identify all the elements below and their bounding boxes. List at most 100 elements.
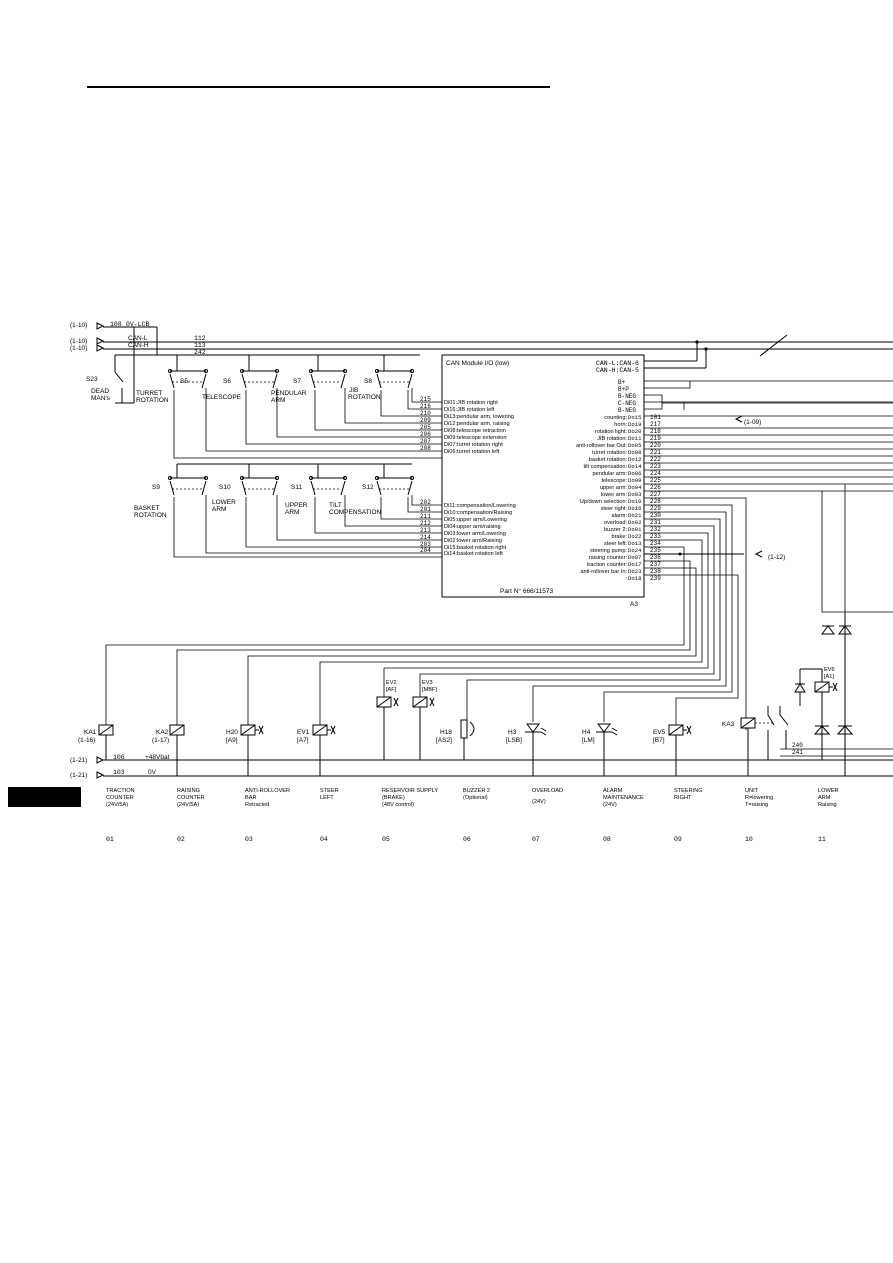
output-label: rotation light: <box>595 429 627 435</box>
output-pin: Do07 <box>628 554 641 561</box>
column-number: 03 <box>245 836 253 843</box>
component-ref: [AF] <box>386 687 397 693</box>
component-ref: [AS2] <box>436 737 452 744</box>
wire-number: 204 <box>420 547 431 554</box>
wire-number: 236 <box>650 554 661 561</box>
input-label: Di01:JIB rotation right <box>444 400 498 406</box>
wire-number: 215 <box>420 396 431 403</box>
wire-number: 234 <box>650 540 661 547</box>
output-pin: Do03 <box>628 491 641 498</box>
switch-label: ROTATION <box>136 397 169 404</box>
ref-label: (1-09) <box>744 419 761 426</box>
output-label: pendular arm: <box>592 471 627 477</box>
switch-tag: S8 <box>364 378 372 385</box>
module-pin: C-NEG <box>618 400 636 407</box>
output-label: alarm: <box>611 513 627 519</box>
switch-label: ARM <box>271 397 285 404</box>
legend-line: (24V/5A) <box>177 802 199 808</box>
output-label: steering pump: <box>590 548 627 554</box>
switch-label: TURRET <box>136 390 162 397</box>
output-label: steer left: <box>604 541 627 547</box>
output-label: anti-rollover bar In: <box>580 569 627 575</box>
input-label: Di08:telescope retraction <box>444 428 506 434</box>
wire-number: 103 <box>113 769 125 776</box>
ref-label: (1-21) <box>70 772 87 779</box>
output-pin: Do20 <box>628 428 642 435</box>
output-label: steer right: <box>601 506 628 512</box>
module-ref: A3 <box>630 601 638 608</box>
output-pin: Do04 <box>628 484 642 491</box>
page-tab-marker <box>8 787 81 807</box>
wire-number: 230 <box>650 512 661 519</box>
module-pin: B+P <box>618 386 629 393</box>
legend-line: T=raising <box>745 802 768 808</box>
wire-number: 203 <box>420 541 431 548</box>
wire-number: 106 <box>113 754 125 761</box>
legend-line: MAINTENANCE <box>603 795 644 801</box>
wire-number: 235 <box>650 547 661 554</box>
can-module: CAN Module I/O (low) CAN-L:CAN-6 CAN-H:C… <box>441 354 893 608</box>
wire-number: 223 <box>650 463 661 470</box>
wire-number: 240 <box>792 742 803 749</box>
bus-label: 0V-LCB <box>126 321 150 328</box>
switch-tag: S7 <box>293 378 301 385</box>
component-ev5: EV5 [B7] <box>653 724 692 776</box>
component-tag: KA1 <box>84 729 97 736</box>
component-ref: (1-16) <box>78 737 95 744</box>
output-label: brake: <box>611 534 627 540</box>
output-label: traction counter: <box>587 562 628 568</box>
output-label: anti-rollover bar Out: <box>576 443 627 449</box>
output-label: Up/down selection: <box>580 499 628 505</box>
switch-label: MAN's <box>91 395 111 402</box>
switch-label: TELESCOPE <box>202 394 242 401</box>
switch-s23: S23 DEAD MAN's <box>86 327 135 404</box>
component-ref: [A9] <box>226 737 238 744</box>
wire-number: 210 <box>420 410 431 417</box>
component-h18: H18 [AS2] <box>436 719 475 760</box>
output-pin: Do21 <box>628 512 642 519</box>
component-ref: [A7] <box>297 737 309 744</box>
switch-label: ROTATION <box>134 512 167 519</box>
switch-label: ARM <box>285 509 299 516</box>
column-number: 02 <box>177 836 185 843</box>
bus-label: CAN-H <box>128 342 149 349</box>
legend-line: COUNTER <box>177 795 205 801</box>
column-number: 04 <box>320 836 328 843</box>
component-ref: [LSB] <box>506 737 522 744</box>
wire-number: 227 <box>650 491 661 498</box>
switch-label: JIB <box>349 387 358 394</box>
output-pin: Do14 <box>628 463 642 470</box>
column-number: 08 <box>603 836 611 843</box>
component-ev1: EV1 [A7] <box>297 724 336 776</box>
component-tag: H18 <box>440 729 452 736</box>
output-pin: Do19 <box>628 421 641 428</box>
switch-label: COMPENSATION <box>329 509 382 516</box>
wire-number: 242 <box>194 349 206 356</box>
ref-label: (1-21) <box>70 757 87 764</box>
wire-number: 239 <box>650 575 661 582</box>
input-label: Di11:compensation/Lowering <box>444 503 516 509</box>
component-tag: H20 <box>226 729 238 736</box>
input-wiring-lower <box>173 495 442 558</box>
output-pin: Do13 <box>628 540 641 547</box>
switch-tag: S23 <box>86 376 98 383</box>
ref-label: (1-12) <box>768 554 785 561</box>
output-label: buzzer 2: <box>604 527 627 533</box>
off-sheet-refs: (1-09) (1-12) <box>644 415 785 561</box>
module-pin: CAN-H:CAN-5 <box>596 367 639 374</box>
component-tag: H4 <box>582 729 591 736</box>
output-wiring <box>105 497 747 730</box>
wire-number: 209 <box>420 417 431 424</box>
output-pin: Do09 <box>628 477 641 484</box>
legend-line: STEER <box>320 788 339 794</box>
output-pin: Do11 <box>628 435 642 442</box>
wire-number: 237 <box>650 561 661 568</box>
legend-line: (24V) <box>532 799 546 805</box>
output-label: lower arm: <box>601 492 628 498</box>
legend-line: RAISING <box>177 788 200 794</box>
switch-label: BASKET <box>134 505 160 512</box>
component-tag: EV3 <box>422 680 433 686</box>
output-label: counting: <box>604 415 627 421</box>
